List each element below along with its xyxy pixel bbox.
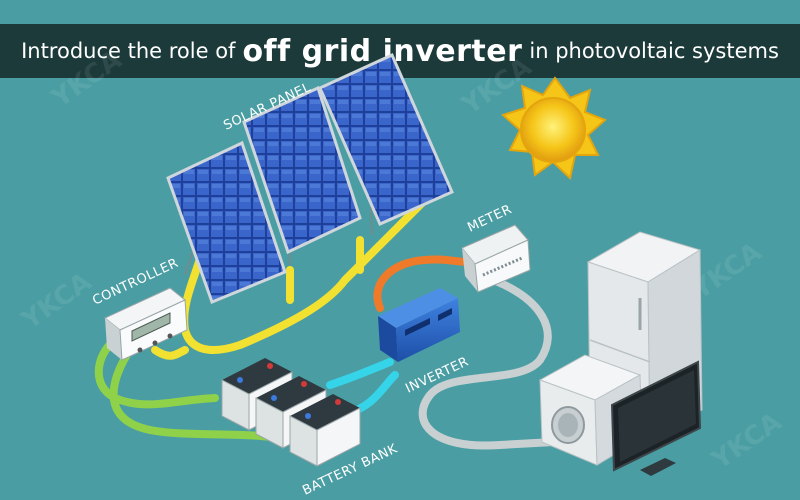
solar-panel	[318, 53, 454, 226]
wire-meter-to-appliances	[418, 278, 594, 450]
wiring	[94, 196, 594, 450]
solar-panel-array	[166, 53, 454, 304]
washing-machine	[538, 354, 643, 466]
title-banner: Introduce the role of off grid inverter …	[0, 24, 800, 78]
wire-inverter-to-meter	[373, 255, 472, 312]
sun-icon	[501, 76, 607, 180]
battery-bank	[221, 358, 361, 467]
charge-controller	[104, 287, 188, 361]
watermark-text: YKCA	[16, 267, 97, 336]
watermark-text: YKCA	[706, 407, 787, 476]
watermark-text: YKCA	[46, 45, 127, 114]
television	[610, 360, 702, 476]
battery	[289, 394, 361, 467]
wire-controller-to-battery-2	[109, 346, 299, 446]
title-prefix: Introduce the role of	[21, 39, 236, 63]
title-suffix: in photovoltaic systems	[529, 39, 779, 63]
wire-controller-to-battery	[94, 336, 219, 409]
wire-panel-to-controller	[180, 196, 429, 354]
meter-device	[461, 224, 531, 293]
wire-battery-to-inverter	[326, 358, 394, 389]
inverter-device	[378, 288, 460, 362]
wire-controller-loop	[151, 346, 189, 360]
solar-panel	[166, 140, 287, 304]
solar-panel	[242, 85, 362, 255]
